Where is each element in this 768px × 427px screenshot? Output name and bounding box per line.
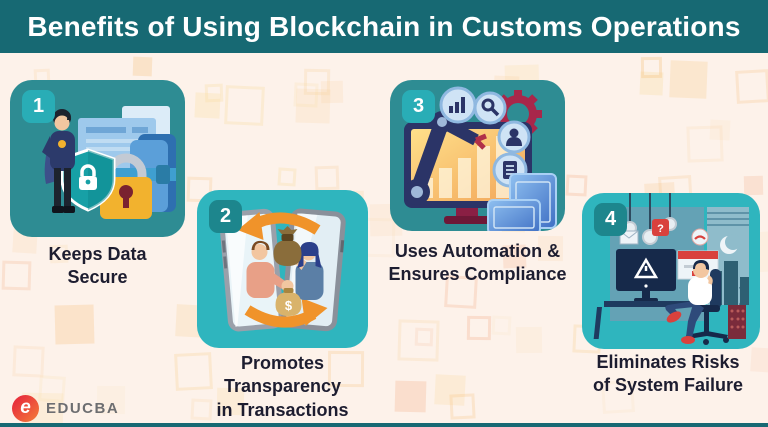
bottom-accent-bar (0, 423, 768, 427)
call-alert-icon (691, 228, 709, 246)
moon-icon (720, 234, 741, 254)
user-icon (497, 120, 531, 154)
educba-e-icon: e (12, 395, 39, 422)
plant-icon (728, 286, 746, 339)
error-monitor-icon (616, 249, 676, 302)
security-guard-figure (42, 109, 75, 213)
app-windows-icon (487, 173, 557, 231)
dollar-bag-icon: $ (275, 288, 302, 316)
brand-logo: e EDUCBA (12, 395, 119, 422)
svg-text:?: ? (657, 223, 664, 235)
circular-arrow-bottom-icon (244, 298, 328, 328)
seated-person-figure (665, 260, 713, 344)
card-caption-4: Eliminates Risks of System Failure (592, 352, 744, 396)
warning-triangle-icon (633, 257, 659, 279)
magnifier-icon (473, 91, 507, 125)
brand-name: EDUCBA (46, 400, 120, 417)
card-number-badge: 2 (209, 200, 242, 233)
robot-arm-icon (404, 111, 487, 205)
circular-arrow-top-icon (237, 212, 321, 240)
benefit-card-3: 3 (390, 80, 565, 231)
security-illustration (42, 106, 176, 219)
card-number-badge: 1 (22, 90, 55, 123)
system-failure-illustration: ? (593, 193, 749, 345)
card-caption-2: Promotes Transparency in Transactions (216, 353, 349, 420)
page-title: Benefits of Using Blockchain in Customs … (27, 10, 741, 42)
benefit-card-2: $ 2 (197, 190, 368, 348)
desk (593, 301, 692, 339)
shield-lock-icon (60, 148, 116, 212)
card-caption-1: Keeps Data Secure (48, 244, 147, 288)
analytics-icon (439, 86, 477, 124)
automation-illustration (404, 86, 557, 231)
header-bar: Benefits of Using Blockchain in Customs … (0, 0, 768, 53)
card-number-badge: 3 (402, 90, 435, 123)
transparency-illustration: $ (219, 208, 346, 332)
alert-badge-icon: ? (652, 219, 669, 236)
benefit-card-4: ? (582, 193, 760, 349)
money-bag-icon (273, 226, 302, 266)
benefit-card-1: 1 (10, 80, 185, 237)
card-caption-3: Uses Automation & Ensures Compliance (388, 241, 567, 285)
svg-text:$: $ (285, 298, 293, 313)
card-number-badge: 4 (594, 203, 627, 236)
